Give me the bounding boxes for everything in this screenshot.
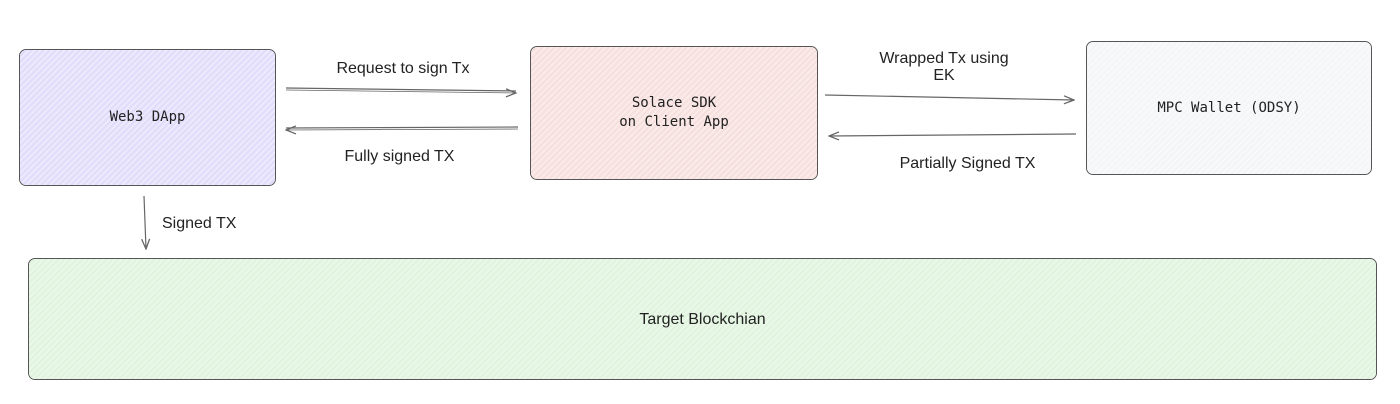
arrow-wrapped-tx: [824, 94, 1074, 100]
edge-label-request-sign: Request to sign Tx: [336, 60, 470, 77]
hatch-fill: [1087, 42, 1371, 174]
node-solace-sdk-label: Solace SDK on Client App: [619, 95, 729, 130]
arrow-partially-signed: [829, 134, 1077, 136]
edge-label-partially-signed: Partially Signed TX: [899, 155, 1036, 172]
edge-label-wrapped-tx: Wrapped Tx using EK: [879, 50, 1009, 84]
node-mpc-wallet: MPC Wallet (ODSY): [1086, 41, 1372, 175]
hatch-fill: [20, 50, 275, 185]
hatch-fill: [29, 259, 1376, 379]
arrow-request-sign: [285, 87, 516, 93]
arrow-fully-signed: [286, 127, 519, 130]
node-solace-sdk: Solace SDK on Client App: [530, 46, 818, 180]
node-target-blockchain-label: Target Blockchian: [639, 310, 766, 328]
node-web3-dapp-label: Web3 DApp: [109, 109, 186, 125]
node-target-blockchain: Target Blockchian: [28, 258, 1377, 380]
node-mpc-wallet-label: MPC Wallet (ODSY): [1157, 99, 1301, 116]
edge-label-signed-tx: Signed TX: [162, 215, 237, 232]
arrow-signed-tx: [144, 195, 146, 249]
edge-label-fully-signed: Fully signed TX: [344, 148, 455, 165]
hatch-fill: [531, 47, 817, 179]
node-web3-dapp: Web3 DApp: [19, 49, 276, 186]
